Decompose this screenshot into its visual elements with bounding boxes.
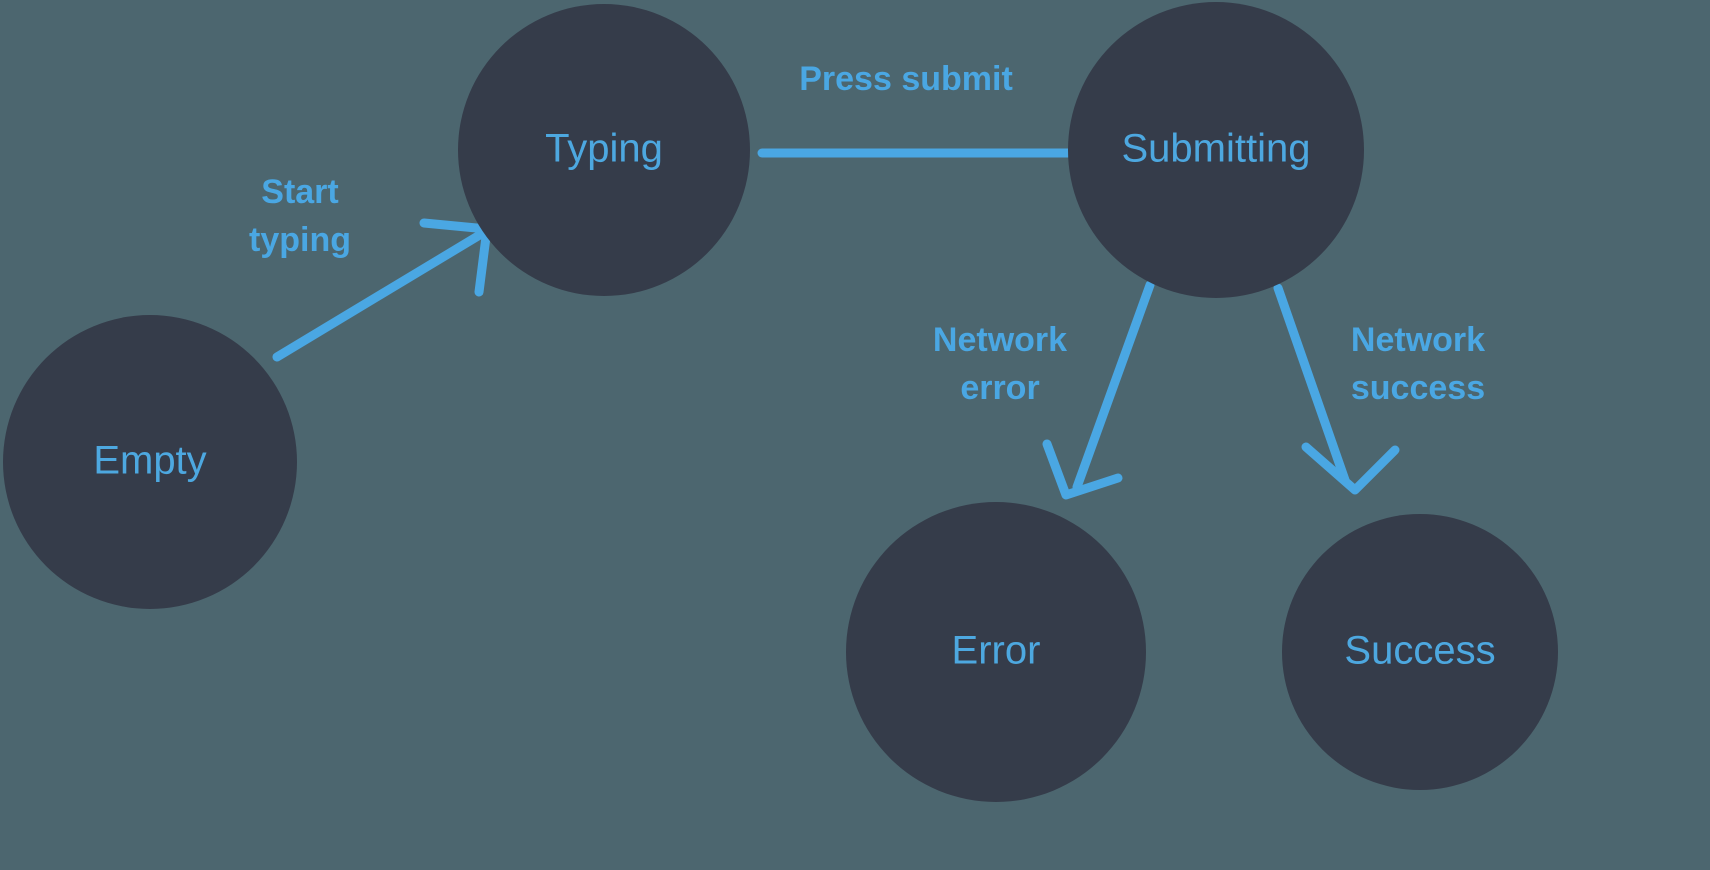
node-success-circle [1282,514,1558,790]
edge-submitting-to-success[interactable] [1273,283,1400,495]
edge-label-network-error-line2: error [960,369,1039,407]
edge-submitting-to-error[interactable] [1042,280,1155,500]
edge-label-press-submit: Press submit [799,60,1013,98]
edge-label-start-typing: Start typing [249,173,351,259]
edge-label-start-typing-line1: Start [261,173,338,211]
edge-label-press-submit-line1: Press submit [799,60,1013,98]
node-success[interactable]: Success [1282,514,1558,790]
node-typing-label: Typing [545,127,663,171]
edge-label-network-error: Network error [933,321,1067,407]
node-empty-label: Empty [93,439,206,483]
edge-label-start-typing-line2: typing [249,221,351,259]
edge-label-network-success-line2: success [1351,369,1485,407]
edge-submitting-to-success-arrowhead [1301,442,1400,495]
edge-empty-to-typing-line [272,228,488,362]
edge-submitting-to-error-line [1072,280,1155,492]
node-success-label: Success [1344,629,1495,673]
node-error-circle [846,502,1146,802]
edge-label-network-success: Network success [1351,321,1485,407]
node-error[interactable]: Error [846,502,1146,802]
node-empty-circle [3,315,297,609]
edge-submitting-to-error-arrowhead [1042,439,1123,500]
edge-submitting-to-success-line [1273,283,1350,485]
node-submitting[interactable]: Submitting [1068,2,1364,298]
edge-label-network-error-line1: Network [933,321,1067,359]
node-submitting-label: Submitting [1122,127,1311,171]
node-error-label: Error [952,629,1041,673]
node-typing-circle [458,4,750,296]
edge-label-network-success-line1: Network [1351,321,1485,359]
node-empty[interactable]: Empty [3,315,297,609]
node-submitting-circle [1068,2,1364,298]
node-typing[interactable]: Typing [458,4,750,296]
